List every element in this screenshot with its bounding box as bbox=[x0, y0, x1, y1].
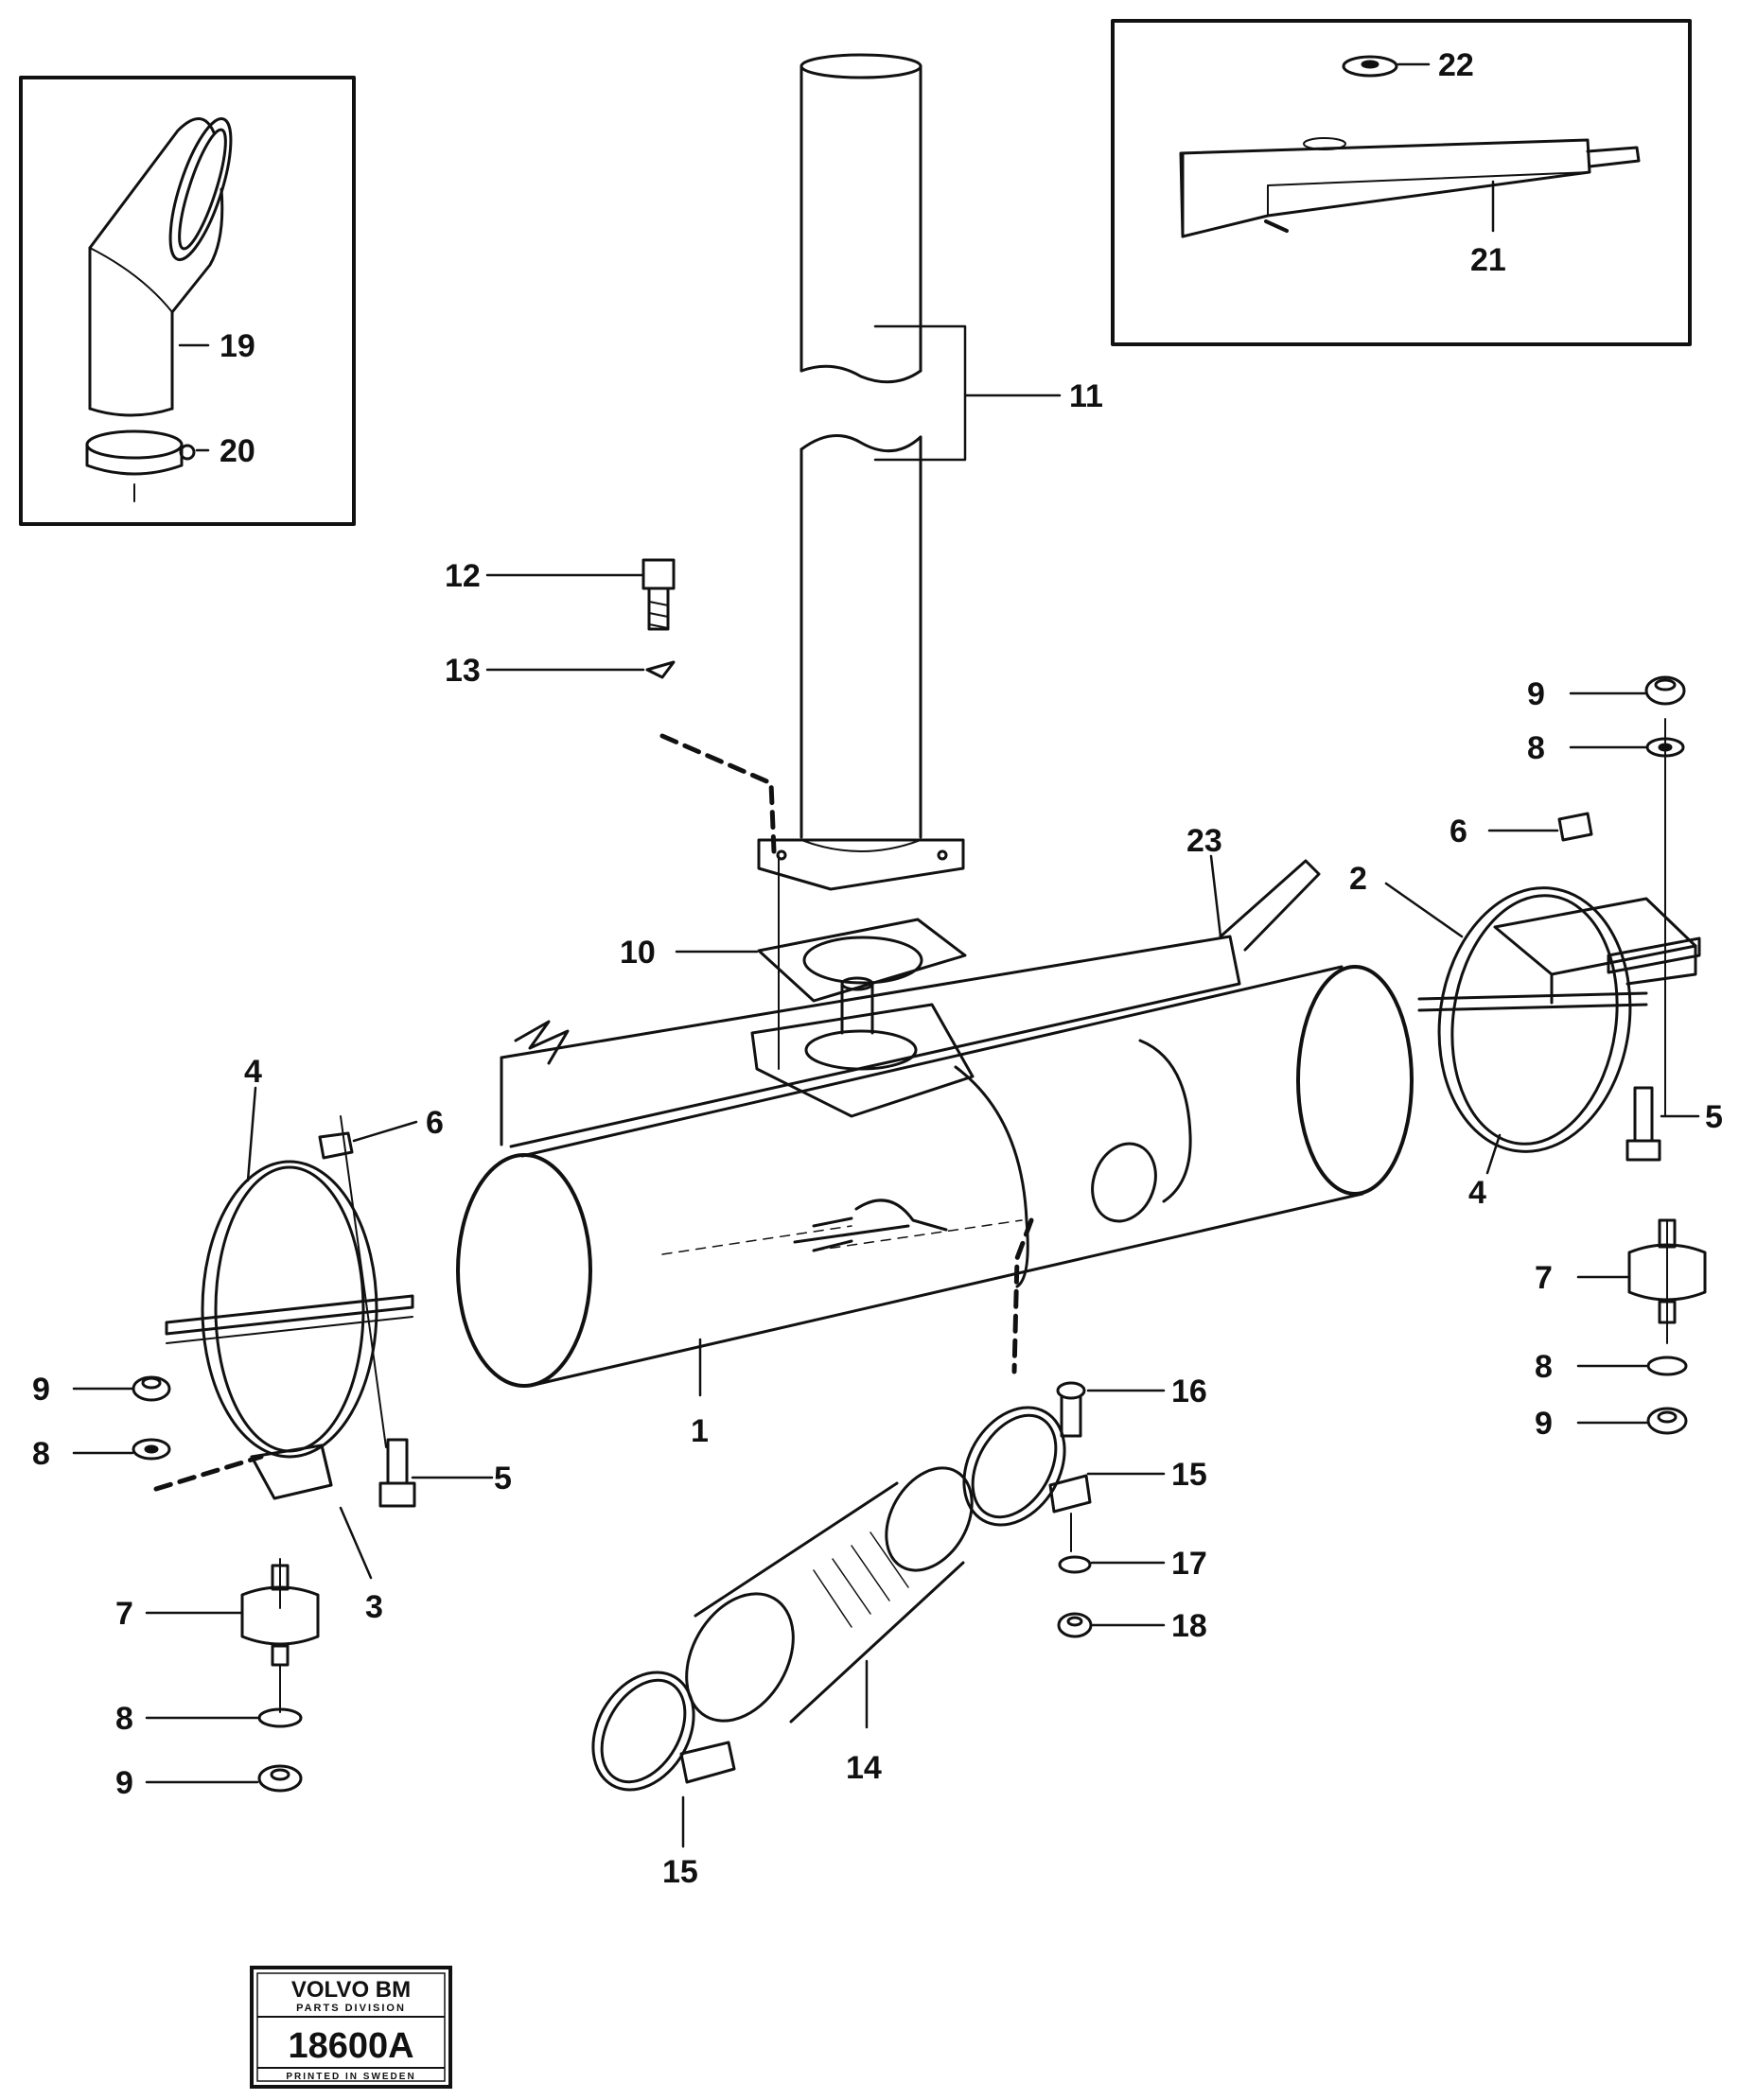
callout-6-left: 6 bbox=[426, 1105, 444, 1141]
flexible-hose-part bbox=[685, 1466, 974, 1724]
inset-heat-shield bbox=[1111, 19, 1692, 346]
heat-shield-part bbox=[1179, 137, 1641, 238]
washer-8-left-lower bbox=[257, 1707, 303, 1728]
heat-shield-bar bbox=[500, 859, 1321, 1148]
callout-18: 18 bbox=[1171, 1608, 1207, 1644]
left-bracket-part bbox=[250, 1444, 333, 1500]
axis-lines bbox=[661, 1219, 1023, 1255]
stamp-printed: PRINTED IN SWEDEN bbox=[286, 2072, 415, 2082]
bolt-5-right bbox=[1625, 1086, 1661, 1162]
rubber-mount-left bbox=[240, 1564, 320, 1667]
callout-5-left: 5 bbox=[494, 1461, 512, 1496]
callout-1: 1 bbox=[691, 1413, 709, 1449]
callout-10: 10 bbox=[620, 935, 656, 971]
callout-16: 16 bbox=[1171, 1374, 1207, 1409]
callout-9-left-lower: 9 bbox=[115, 1765, 133, 1801]
callout-20: 20 bbox=[220, 433, 255, 469]
callout-12: 12 bbox=[445, 558, 481, 594]
exhaust-pipe-lower bbox=[757, 433, 965, 891]
callout-21: 21 bbox=[1470, 242, 1506, 278]
center-lines bbox=[279, 718, 1668, 1713]
pipe-clamp-ring-part bbox=[85, 429, 196, 502]
callout-8-right-upper: 8 bbox=[1527, 730, 1545, 766]
lock-plate-part bbox=[645, 660, 676, 679]
nut-9-right-lower bbox=[1646, 1407, 1688, 1435]
washer-8-right-lower bbox=[1646, 1356, 1688, 1376]
callout-6-right: 6 bbox=[1450, 814, 1467, 849]
callout-15-right: 15 bbox=[1171, 1457, 1207, 1493]
washer-part bbox=[1342, 55, 1398, 78]
stamp-division: PARTS DIVISION bbox=[296, 2003, 406, 2014]
gasket-part bbox=[757, 918, 967, 1003]
callout-labels: 19 20 22 21 11 12 13 10 23 2 9 8 6 5 4 7… bbox=[32, 47, 1723, 1890]
callout-17: 17 bbox=[1171, 1546, 1207, 1582]
callout-15-left: 15 bbox=[662, 1854, 698, 1890]
parts-stamp: VOLVO BM PARTS DIVISION 18600A PRINTED I… bbox=[250, 1966, 452, 2089]
callout-9-right-lower: 9 bbox=[1535, 1406, 1553, 1442]
left-clamp-part bbox=[165, 1160, 414, 1459]
callout-3: 3 bbox=[365, 1589, 383, 1625]
callout-4-left: 4 bbox=[244, 1054, 262, 1090]
nut-6-left bbox=[318, 1131, 354, 1160]
callout-14: 14 bbox=[846, 1750, 882, 1786]
callout-4-right: 4 bbox=[1468, 1175, 1486, 1211]
nut-9-right-upper bbox=[1644, 675, 1686, 706]
hose-clamp-upper bbox=[962, 1406, 1092, 1527]
nut-9-left-lower bbox=[257, 1764, 303, 1793]
screw-part bbox=[641, 558, 676, 631]
stamp-code: 18600A bbox=[288, 2026, 413, 2066]
exhaust-pipe-upper bbox=[799, 53, 922, 384]
washer-17 bbox=[1058, 1555, 1092, 1574]
callout-8-left-lower: 8 bbox=[115, 1701, 133, 1737]
bolt-5-left bbox=[378, 1438, 416, 1508]
callout-7-right: 7 bbox=[1535, 1260, 1553, 1296]
callout-8-right-lower: 8 bbox=[1535, 1349, 1553, 1385]
callout-9-right-upper: 9 bbox=[1527, 676, 1545, 712]
washer-8-left-upper bbox=[132, 1438, 171, 1461]
inset-elbow-pipe bbox=[19, 76, 356, 526]
callout-9-left-upper: 9 bbox=[32, 1372, 50, 1408]
rubber-mount-right bbox=[1627, 1218, 1707, 1324]
bolt-16 bbox=[1056, 1381, 1086, 1438]
leader-lines bbox=[72, 62, 1700, 1848]
nut-6-right bbox=[1557, 812, 1593, 842]
right-clamp-part bbox=[1417, 886, 1648, 1153]
callout-13: 13 bbox=[445, 653, 481, 689]
alignment-lines bbox=[153, 733, 1034, 1492]
nut-18 bbox=[1057, 1612, 1093, 1638]
callout-23: 23 bbox=[1186, 823, 1222, 859]
hose-clamp-lower bbox=[591, 1671, 736, 1792]
callout-19: 19 bbox=[220, 328, 255, 364]
callout-7-left: 7 bbox=[115, 1596, 133, 1632]
callout-11: 11 bbox=[1069, 378, 1103, 414]
callout-22: 22 bbox=[1438, 47, 1474, 83]
elbow-pipe-part bbox=[88, 117, 233, 417]
right-bracket-part bbox=[1493, 897, 1701, 1005]
stamp-brand: VOLVO BM bbox=[291, 1977, 411, 2003]
muffler-body bbox=[456, 965, 1414, 1388]
nut-9-left-upper bbox=[132, 1375, 171, 1402]
callout-8-left-upper: 8 bbox=[32, 1436, 50, 1472]
callout-5-right: 5 bbox=[1705, 1099, 1723, 1135]
callout-2: 2 bbox=[1349, 861, 1367, 897]
